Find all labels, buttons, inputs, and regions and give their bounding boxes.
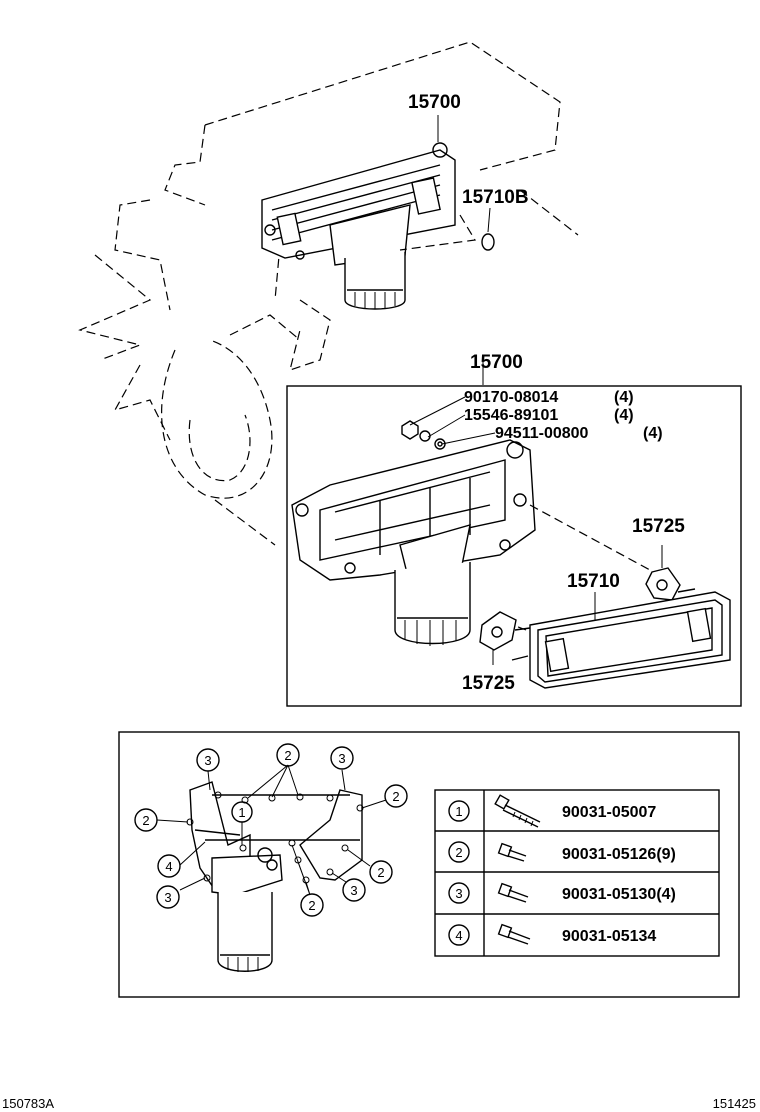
illustration-code: 150783A xyxy=(2,1096,54,1111)
part-qty-gasket-ring: (4) xyxy=(643,425,663,442)
bolt-short-icon-a xyxy=(497,842,527,862)
engine-overview-illustration xyxy=(78,41,579,546)
part-number-nut: 90170-08014 xyxy=(464,389,558,406)
washer-icon xyxy=(419,430,431,442)
top-gasket-label: 15710B xyxy=(462,187,529,208)
bolt-layout-illustration xyxy=(134,743,408,972)
part-qty-nut: (4) xyxy=(614,389,634,406)
detail-exploded-illustration xyxy=(291,396,731,689)
callout-left-mid: 4 xyxy=(165,859,172,874)
callout-bottom-right-b: 2 xyxy=(377,865,384,880)
bolt-diagram-frame xyxy=(118,731,740,998)
table-ref-3: 3 xyxy=(455,886,462,901)
part-qty-washer: (4) xyxy=(614,407,634,424)
gasket-ring-icon xyxy=(434,438,446,450)
callout-bottom-mid: 2 xyxy=(308,898,315,913)
top-assembly-label: 15700 xyxy=(408,92,461,113)
part-number-gasket-ring: 94511-00800 xyxy=(495,425,589,442)
callout-left: 2 xyxy=(142,813,149,828)
callout-bottom-right-a: 3 xyxy=(350,883,357,898)
bolt-long-icon xyxy=(494,794,541,828)
callout-bottom-left: 3 xyxy=(164,890,171,905)
gasket-bottom-label: 15725 xyxy=(462,673,515,694)
callout-right: 2 xyxy=(392,789,399,804)
part-number-washer: 15546-89101 xyxy=(464,407,558,424)
detail-assembly-label: 15700 xyxy=(470,352,523,373)
bolt-short-icon-b xyxy=(497,882,529,903)
table-part-2: 90031-05126(9) xyxy=(562,846,676,863)
bolt-table xyxy=(434,789,720,957)
callout-center: 1 xyxy=(238,805,245,820)
cooler-element-label: 15710 xyxy=(567,571,620,592)
bolt-medium-icon xyxy=(497,923,531,945)
callout-top-right: 3 xyxy=(338,751,345,766)
callout-top-left: 3 xyxy=(204,753,211,768)
gasket-top-label: 15725 xyxy=(632,516,685,537)
table-part-4: 90031-05134 xyxy=(562,928,656,945)
callout-top-mid: 2 xyxy=(284,748,291,763)
table-part-3: 90031-05130(4) xyxy=(562,886,676,903)
page-code: 151425 xyxy=(713,1096,756,1111)
table-ref-2: 2 xyxy=(455,845,462,860)
detail-frame xyxy=(286,385,742,707)
nut-icon xyxy=(401,420,419,440)
table-part-1: 90031-05007 xyxy=(562,804,656,821)
table-ref-4: 4 xyxy=(455,928,462,943)
table-ref-1: 1 xyxy=(455,804,462,819)
